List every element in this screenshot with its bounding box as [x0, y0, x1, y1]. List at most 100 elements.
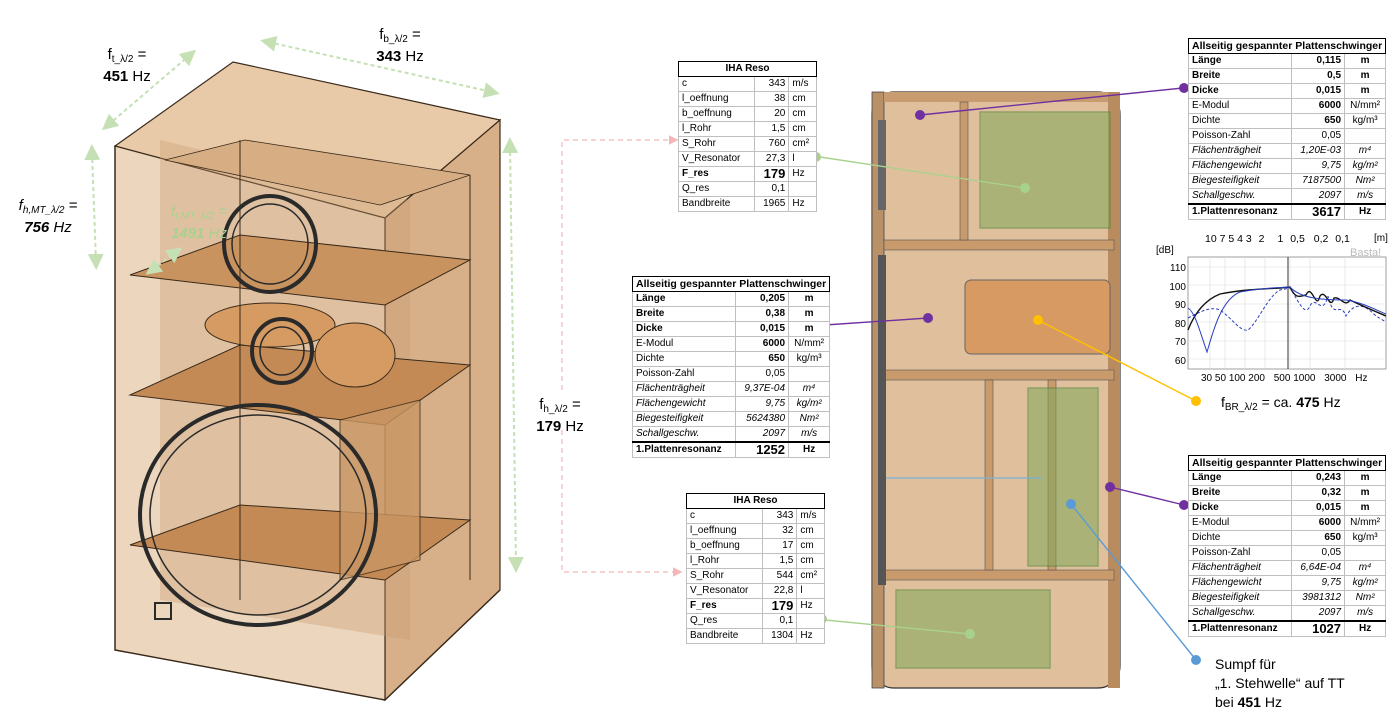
cabinet-cross-section — [871, 91, 1121, 689]
row-label: V_Resonator — [677, 151, 756, 167]
row-unit: m/s — [796, 508, 825, 524]
dim-subscript: h_λ/2 — [543, 404, 568, 415]
row-value: 22,8 — [762, 583, 798, 599]
dim-symbol: f — [379, 26, 384, 43]
row-label: l_Rohr — [685, 553, 764, 569]
sumpf-prefix: bei — [1215, 694, 1238, 710]
row-label: 1.Plattenresonanz — [1187, 203, 1293, 220]
row-unit — [1344, 545, 1387, 561]
row-label: Poisson-Zahl — [631, 366, 737, 382]
sumpf-value: 451 — [1237, 694, 1261, 710]
dim-label-fh: fh_λ/2 = 179 Hz — [528, 396, 592, 435]
row-label: l_oeffnung — [677, 91, 756, 107]
row-value: 0,05 — [1291, 545, 1346, 561]
table-title: IHA Reso — [686, 493, 825, 509]
dim-subscript: t_λ/2 — [111, 54, 134, 65]
row-value: 3617 — [1291, 203, 1346, 220]
row-unit: Hz — [796, 598, 825, 614]
row-unit: cm² — [796, 568, 825, 584]
row-unit: m/s — [1344, 188, 1387, 205]
dim-equals: = — [133, 46, 147, 63]
row-value: 9,75 — [1291, 575, 1346, 591]
row-unit: kg/m³ — [1344, 113, 1387, 129]
dim-label-fb: fb_λ/2 = 343 Hz — [368, 26, 432, 65]
dim-equals: = — [64, 197, 78, 214]
row-label: Biegesteifigkeit — [1187, 173, 1293, 189]
row-label: Dicke — [1187, 500, 1293, 516]
row-value: 2097 — [735, 426, 790, 443]
sumpf-line-2: „1. Stehwelle“ auf TT — [1215, 675, 1345, 691]
row-unit: m — [1344, 53, 1387, 69]
row-label: l_oeffnung — [685, 523, 764, 539]
row-value: 9,75 — [1291, 158, 1346, 174]
row-label: Dicke — [631, 321, 737, 337]
top-tick: 7 — [1219, 233, 1226, 245]
dim-subscript: t,MT_λ/2 — [175, 211, 215, 222]
row-label: Flächengewicht — [1187, 575, 1293, 591]
table-title: Allseitig gespannter Plattenschwinger — [1187, 455, 1387, 471]
dim-value: 343 — [376, 48, 402, 65]
row-unit: m⁴ — [1344, 560, 1387, 576]
dimension-arrows — [84, 35, 524, 573]
row-value: 0,05 — [1291, 128, 1346, 144]
row-value: 343 — [754, 76, 790, 92]
row-unit: kg/m² — [1344, 158, 1387, 174]
row-unit: cm — [796, 523, 825, 539]
row-unit: N/mm² — [1344, 515, 1387, 531]
dim-value: 756 — [24, 219, 50, 236]
row-value: 0,015 — [1291, 83, 1346, 99]
row-label: c — [677, 76, 756, 92]
row-label: F_res — [677, 166, 756, 182]
dim-symbol: f — [539, 396, 544, 413]
row-value: 343 — [762, 508, 798, 524]
row-value: 544 — [762, 568, 798, 584]
row-unit: m/s — [788, 76, 817, 92]
row-value: 17 — [762, 538, 798, 554]
row-label: c — [685, 508, 764, 524]
row-label: Flächenträgheit — [1187, 560, 1293, 576]
row-unit — [796, 613, 825, 629]
pink-leader — [561, 135, 683, 577]
row-label: 1.Plattenresonanz — [631, 441, 737, 458]
x-tick: 500 — [1273, 373, 1291, 384]
top-tick: 5 — [1228, 233, 1235, 245]
top-tick: 2 — [1258, 233, 1265, 245]
fbr-mid: = ca. — [1257, 394, 1297, 410]
row-unit: m⁴ — [1344, 143, 1387, 159]
row-value: 0,243 — [1291, 470, 1346, 486]
fbr-unit: Hz — [1319, 394, 1341, 410]
row-unit: cm — [796, 538, 825, 554]
row-label: Breite — [1187, 68, 1293, 84]
row-label: Biegesteifigkeit — [631, 411, 737, 427]
row-value: 1252 — [735, 441, 790, 458]
row-unit: Nm² — [788, 411, 831, 427]
row-unit: Hz — [788, 196, 817, 212]
fbr-value: 475 — [1296, 394, 1320, 410]
x-tick: 3000 — [1324, 373, 1347, 384]
row-value: 1027 — [1291, 620, 1346, 637]
row-label: Poisson-Zahl — [1187, 545, 1293, 561]
plate-table-bottom: Allseitig gespannter Plattenschwinger Lä… — [1187, 455, 1387, 637]
fbr-label: fBR_λ/2 = ca. 475 Hz — [1221, 393, 1341, 417]
row-value: 0,015 — [735, 321, 790, 337]
row-unit: m — [788, 306, 831, 322]
row-unit: m — [1344, 83, 1387, 99]
x-tick: 50 — [1214, 373, 1227, 384]
row-value: 0,1 — [762, 613, 798, 629]
dim-unit: Hz — [49, 219, 72, 236]
row-value: 1,20E-03 — [1291, 143, 1346, 159]
top-tick: 4 — [1237, 233, 1243, 245]
dim-unit: Hz — [401, 48, 424, 65]
row-value: 2097 — [1291, 605, 1346, 622]
row-label: l_Rohr — [677, 121, 756, 137]
dim-equals: = — [214, 203, 227, 220]
row-unit: m — [788, 321, 831, 337]
top-tick: 10 — [1205, 233, 1217, 245]
row-unit: m — [788, 291, 831, 307]
row-label: Dichte — [1187, 113, 1293, 129]
row-value: 27,3 — [754, 151, 790, 167]
fbr-symbol: f — [1221, 394, 1225, 410]
row-unit: cm — [788, 91, 817, 107]
